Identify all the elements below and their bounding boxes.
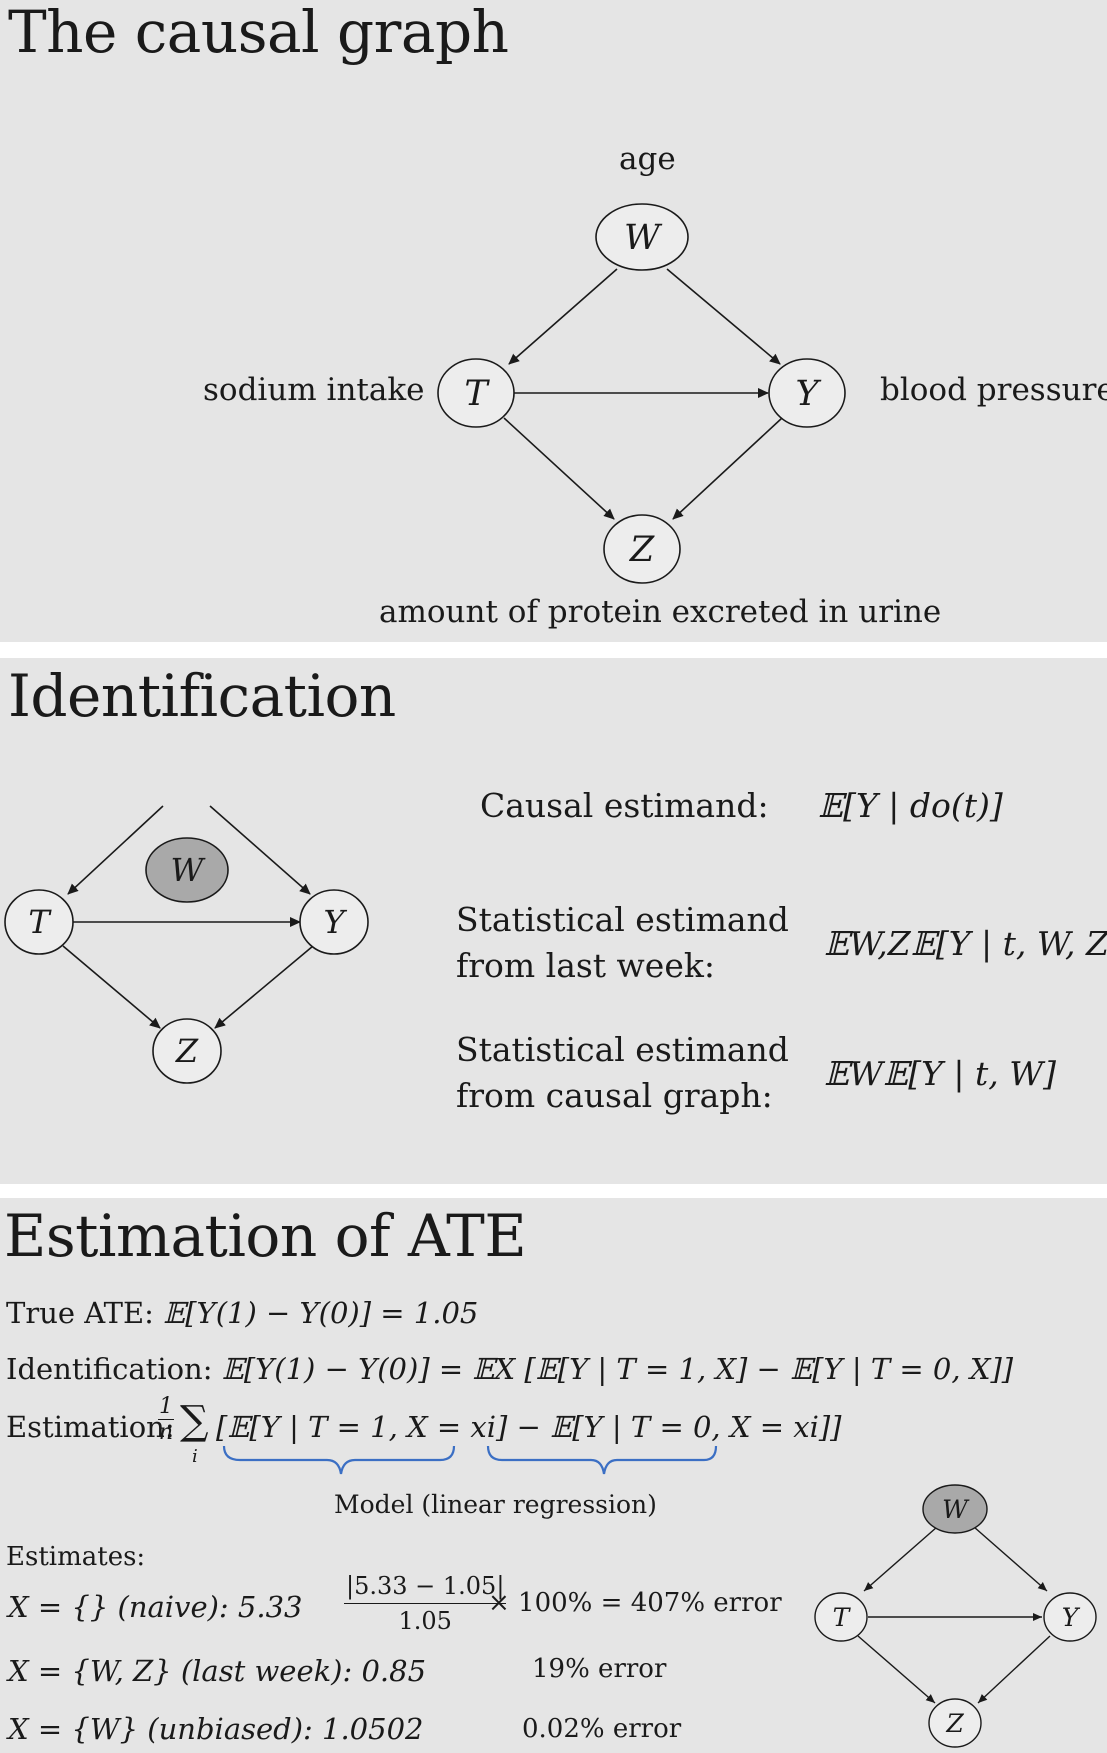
label-sodium-intake: sodium intake	[203, 372, 425, 408]
slide-causal-graph: The causal graph W T Y Z age sodium in	[0, 0, 1107, 642]
identification-line: Identification: 𝔼[Y(1) − Y(0)] = 𝔼X [𝔼[Y…	[6, 1352, 1013, 1386]
naive-fraction-den: 1.05	[398, 1607, 452, 1635]
estimates-label: Estimates:	[6, 1542, 146, 1572]
true-ate-label: True ATE:	[6, 1296, 154, 1330]
fraction-numerator: 1	[159, 1394, 173, 1419]
slide-title: Identification	[8, 662, 396, 730]
node-z-label: Z	[175, 1032, 199, 1070]
stat-graph-line1: Statistical estimand	[456, 1030, 789, 1069]
brace-graphics	[222, 1445, 718, 1475]
slide-estimation: Estimation of ATE True ATE: 𝔼[Y(1) − Y(0…	[0, 1198, 1107, 1753]
edge-t-z	[503, 417, 615, 520]
node-y-label: Y	[1062, 1603, 1081, 1632]
identification-label: Identification:	[6, 1352, 213, 1386]
edge-y-z	[672, 417, 783, 520]
node-z	[152, 1018, 222, 1084]
brace-label: Model (linear regression)	[334, 1490, 657, 1519]
estimation-fraction: 1 n	[158, 1394, 174, 1445]
estimate-row-naive-fraction: |5.33 − 1.05| 1.05	[344, 1572, 507, 1635]
estimate-row-naive-right: × 100% = 407% error	[488, 1588, 782, 1618]
estimation-graph: W T Y Z	[814, 1484, 1097, 1748]
sum-index: i	[192, 1446, 198, 1467]
node-t	[437, 358, 515, 428]
causal-graph: W T Y Z	[437, 203, 846, 584]
fraction-denominator: n	[158, 1420, 174, 1445]
node-y-label: Y	[795, 374, 821, 414]
causal-estimand-expr: 𝔼[Y | do(t)]	[818, 786, 1003, 825]
edge-w-y	[666, 268, 781, 365]
identification-graph: W T Y Z	[4, 805, 369, 1084]
node-w-label: W	[942, 1495, 970, 1524]
node-t-label: T	[833, 1603, 852, 1632]
node-w-label: W	[171, 851, 207, 889]
estimate-row-unbiased-left: X = {W} (unbiased): 1.0502	[8, 1712, 424, 1746]
true-ate-line: True ATE: 𝔼[Y(1) − Y(0)] = 1.05	[6, 1296, 478, 1330]
naive-fraction-num: |5.33 − 1.05|	[344, 1572, 507, 1604]
stat-lastweek-line2: from last week:	[456, 946, 715, 985]
causal-estimand-label: Causal estimand:	[480, 786, 769, 825]
label-protein: amount of protein excreted in urine	[379, 594, 942, 630]
stat-lastweek-line1: Statistical estimand	[456, 900, 789, 939]
edge-w-t	[508, 268, 618, 365]
estimation-label: Estimation:	[6, 1410, 175, 1444]
node-w	[922, 1484, 988, 1534]
node-z	[928, 1698, 982, 1748]
identification-expr: 𝔼[Y(1) − Y(0)] = 𝔼X [𝔼[Y | T = 1, X] − 𝔼…	[221, 1352, 1014, 1386]
stat-graph-line2: from causal graph:	[456, 1076, 773, 1115]
node-w	[145, 837, 229, 903]
label-age: age	[619, 141, 676, 177]
node-z	[603, 514, 681, 584]
node-w-label: W	[624, 218, 663, 258]
stat-graph-expr: 𝔼W𝔼[Y | t, W]	[824, 1054, 1057, 1093]
true-ate-expr: 𝔼[Y(1) − Y(0)] = 1.05	[163, 1296, 479, 1330]
brace-right	[486, 1445, 718, 1475]
node-y	[768, 358, 846, 428]
slide-title: The causal graph	[8, 0, 509, 66]
node-t	[814, 1592, 868, 1642]
node-t-label: T	[464, 374, 490, 414]
node-t-label: T	[28, 903, 52, 941]
stat-lastweek-expr: 𝔼W,Z𝔼[Y | t, W, Z]	[824, 924, 1107, 963]
node-w	[595, 203, 689, 271]
estimate-row-unbiased-right: 0.02% error	[522, 1714, 682, 1744]
brace-left	[222, 1445, 456, 1475]
node-y	[1043, 1592, 1097, 1642]
sum-symbol: ∑	[180, 1398, 209, 1444]
node-y-label: Y	[323, 903, 347, 941]
node-z-label: Z	[629, 530, 655, 570]
node-y	[299, 889, 369, 955]
label-blood-pressure: blood pressure	[880, 372, 1107, 408]
slide-title: Estimation of ATE	[4, 1202, 527, 1270]
estimate-row-naive-left: X = {} (naive): 5.33	[8, 1590, 303, 1624]
node-z-label: Z	[945, 1709, 964, 1738]
node-t	[4, 889, 74, 955]
slide-identification: Identification W T Y Z Causal estimand:	[0, 658, 1107, 1184]
estimate-row-lastweek-left: X = {W, Z} (last week): 0.85	[8, 1654, 427, 1688]
estimation-expr: [𝔼[Y | T = 1, X = xi] − 𝔼[Y | T = 0, X =…	[216, 1410, 842, 1444]
estimate-row-lastweek-right: 19% error	[532, 1654, 667, 1684]
